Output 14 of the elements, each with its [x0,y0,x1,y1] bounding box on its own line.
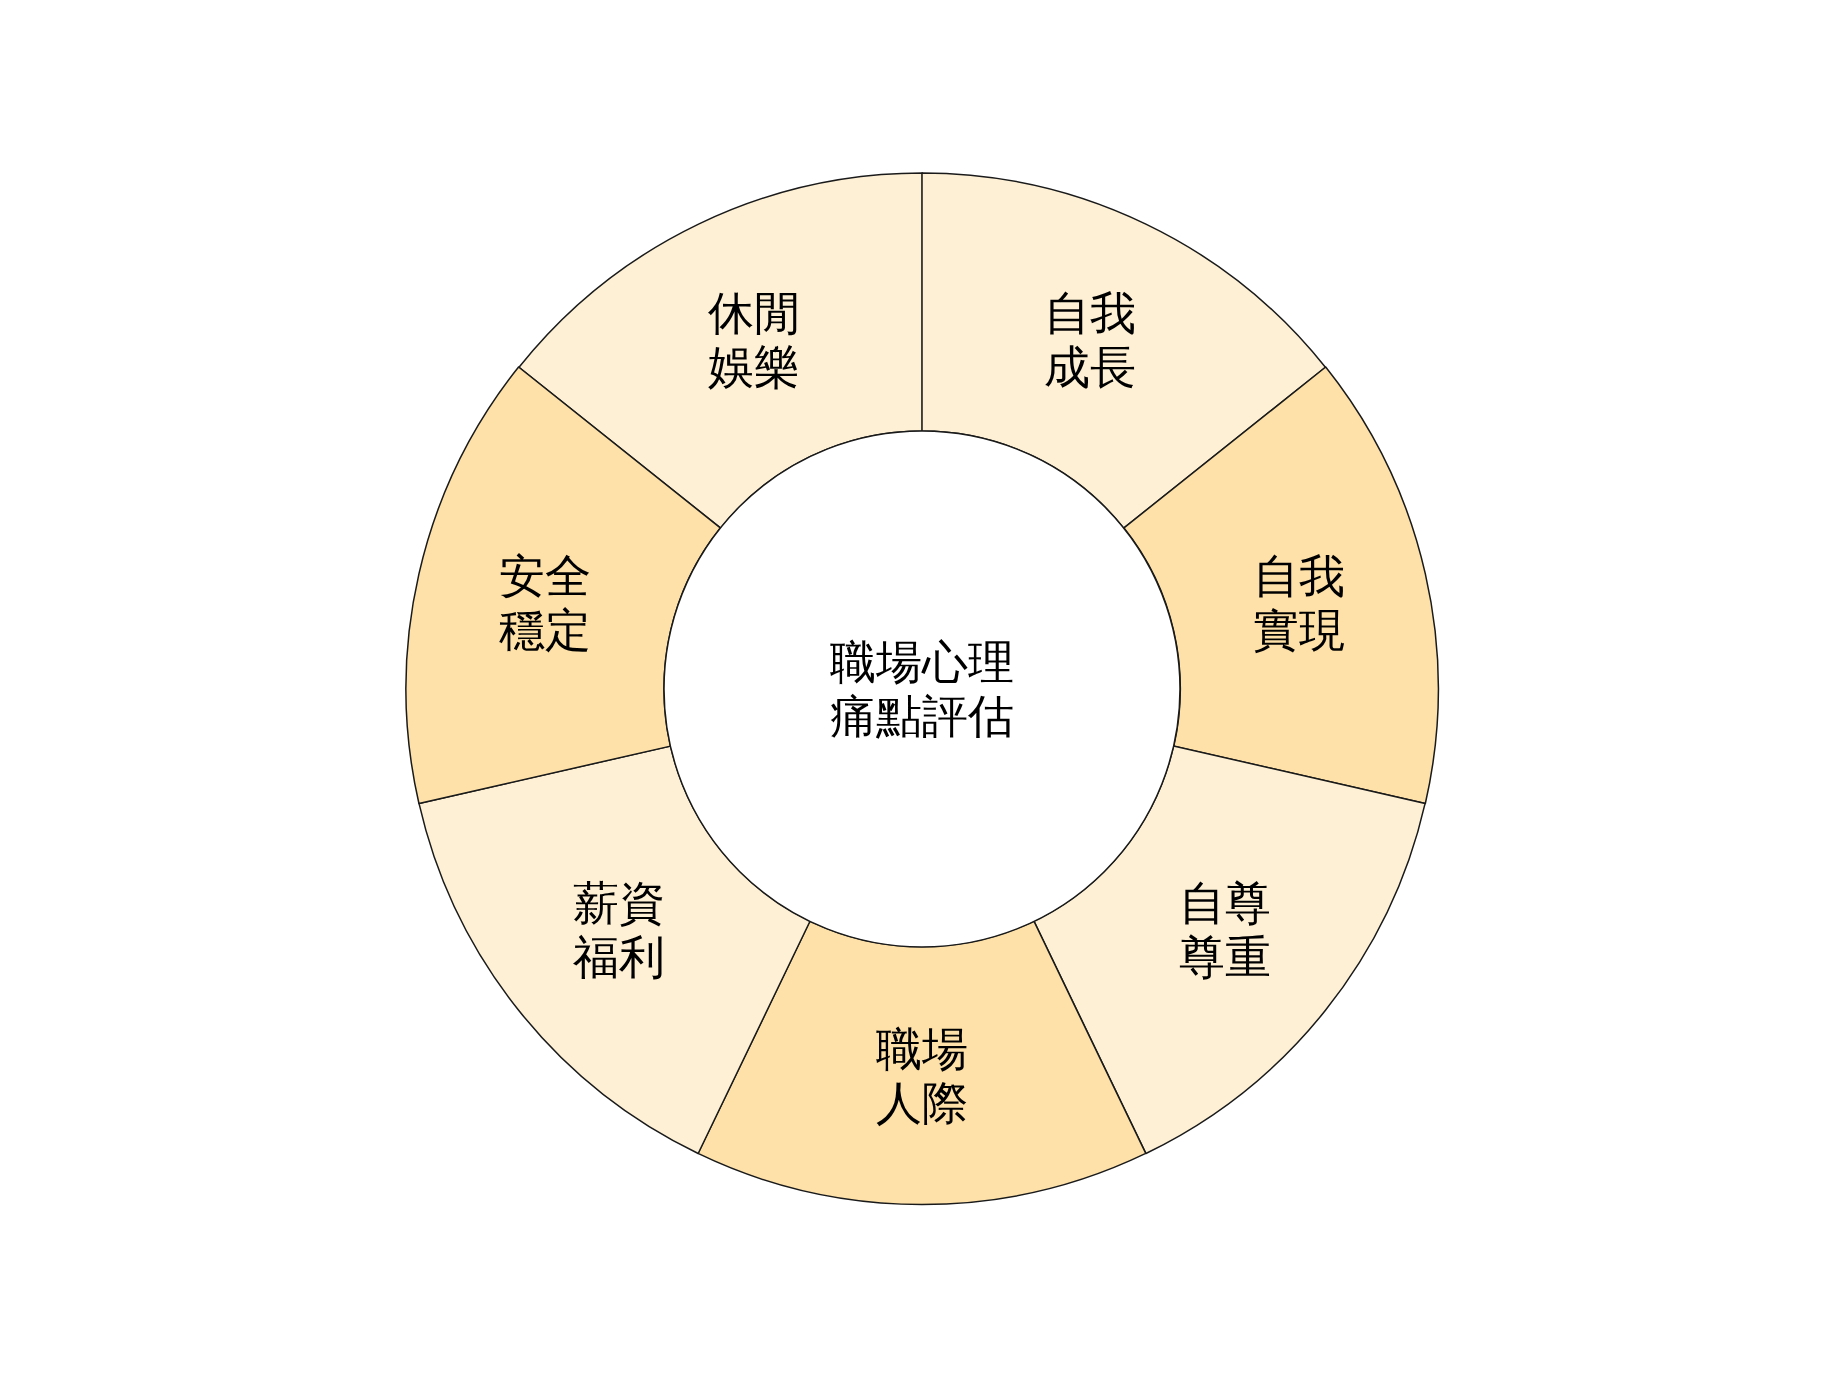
ring-segment [921,172,1327,530]
ring-segment [517,172,923,530]
segment-label: 職場人際 [875,1022,969,1130]
center-label: 職場心理痛點評估 [829,635,1015,743]
ring-segment [1032,745,1427,1155]
center-circle [663,430,1181,948]
segment-label: 自我成長 [1042,286,1137,395]
segment-label: 薪資福利 [572,876,667,985]
ring-segment [417,745,812,1155]
ring-segment [697,920,1147,1206]
segment-label: 自我實現 [1252,548,1347,657]
segment-label: 休閒娛樂 [707,286,802,395]
segment-label: 安全穩定 [497,548,592,657]
segment-label: 自尊尊重 [1177,876,1272,985]
